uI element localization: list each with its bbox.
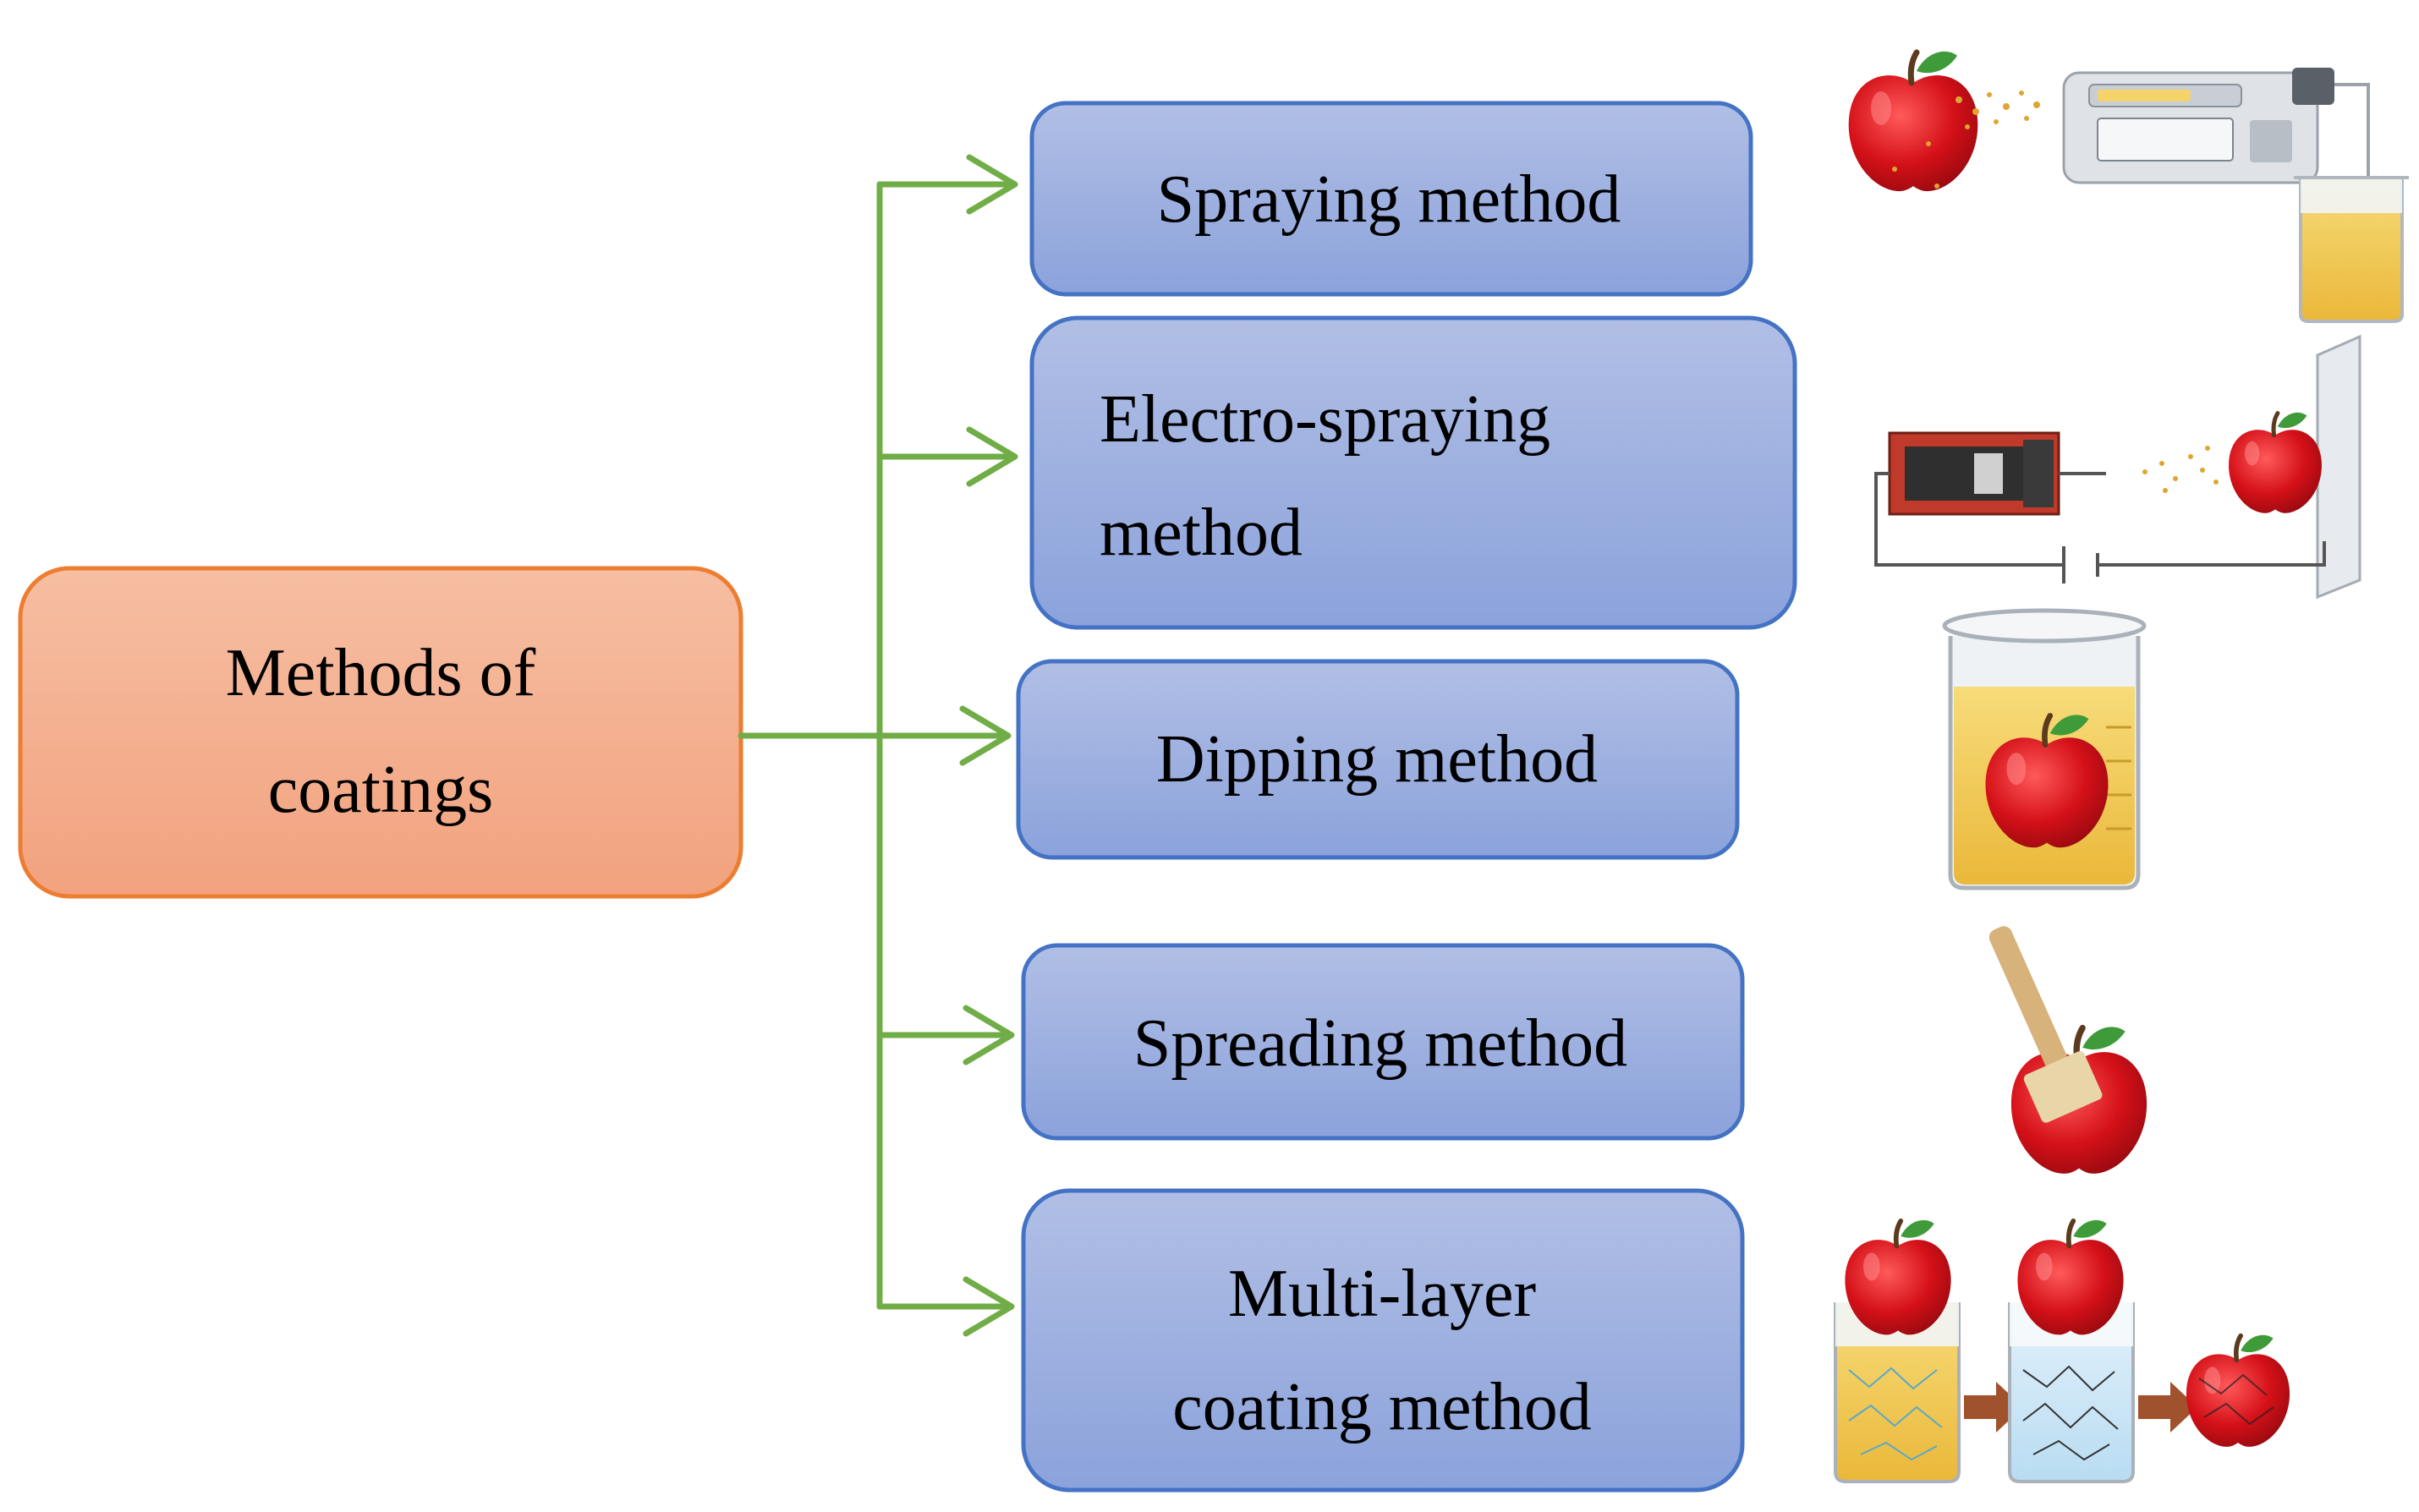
arrowheads	[959, 154, 1018, 1337]
method-box-spreading: Spreading method	[1021, 943, 1745, 1141]
method-label: Spraying method	[1157, 162, 1621, 237]
arrow-head-electrospraying	[966, 426, 1018, 487]
root-label-line1: Methods of	[226, 636, 536, 710]
root-label-line2: coatings	[268, 753, 494, 827]
method-label: Dipping method	[1156, 722, 1598, 797]
spraying-apparatus-icon	[1849, 52, 2409, 323]
method-label-line2: method	[1100, 496, 1303, 570]
brush-apple-icon	[1988, 926, 2147, 1174]
arrow-head-dipping	[959, 705, 1012, 766]
method-box-spraying: Spraying method	[1029, 101, 1753, 297]
arrow-head-multilayer	[963, 1276, 1015, 1337]
connector-lines	[738, 181, 1017, 1310]
method-label: Electro-spraying	[1100, 382, 1550, 457]
method-label: Multi-layer	[1228, 1257, 1536, 1331]
arrow-head-spreading	[963, 1005, 1015, 1066]
root-node: Methods of coatings	[18, 566, 743, 899]
multilayer-beakers-icon	[1834, 1220, 2290, 1483]
dipping-beaker-icon	[1942, 608, 2147, 890]
method-box-electrospraying: Electro-spraying method	[1029, 315, 1797, 630]
electrospraying-apparatus-icon	[1874, 334, 2361, 600]
method-box-multilayer: Multi-layer coating method	[1021, 1188, 1745, 1493]
method-label-line2: coating method	[1172, 1370, 1591, 1444]
method-box-dipping: Dipping method	[1016, 659, 1740, 860]
method-label: Spreading method	[1133, 1006, 1627, 1081]
arrow-head-spraying	[966, 154, 1018, 215]
